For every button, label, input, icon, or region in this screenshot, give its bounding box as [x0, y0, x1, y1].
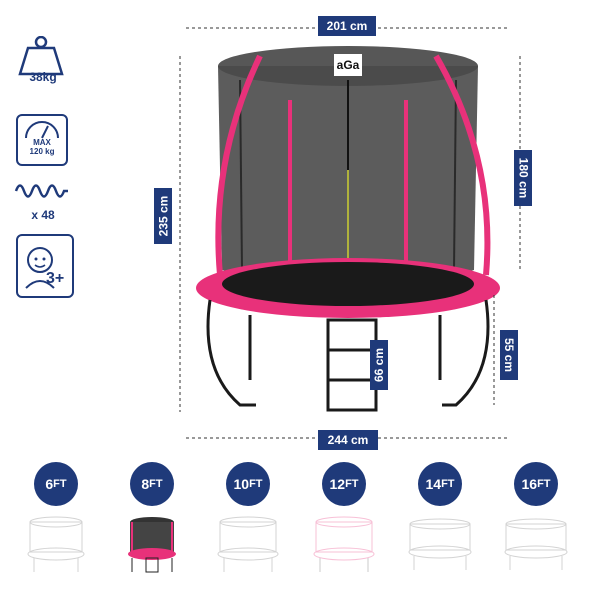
thumbnail-14ft[interactable]: [408, 512, 472, 576]
thumbnail-10ft[interactable]: [216, 512, 280, 576]
dim-ladder-height: 66 cm: [370, 340, 388, 390]
thumbnail-6ft[interactable]: [24, 512, 88, 576]
springs-count: x 48: [31, 208, 55, 222]
thumbnail-8ft[interactable]: [120, 512, 184, 576]
max-load-line2: 120 kg: [29, 147, 55, 156]
weight-icon: [16, 35, 66, 86]
weight-label: 38kg: [29, 70, 57, 84]
dim-frame-height: 55 cm: [500, 330, 518, 380]
dim-frame-diameter: 244 cm: [318, 430, 378, 450]
age-label: 3+: [46, 270, 65, 287]
dim-net-diameter: 201 cm: [318, 16, 376, 36]
dim-net-height: 180 cm: [514, 150, 532, 206]
child-age-icon: 3+: [16, 234, 74, 298]
max-load-line1: MAX: [33, 138, 51, 147]
thumbnail-16ft[interactable]: [504, 512, 568, 576]
dim-total-height: 235 cm: [154, 188, 172, 244]
brand-logo: aGa: [334, 54, 362, 76]
trampoline-illustration: aGa: [150, 20, 550, 450]
thumbnail-12ft[interactable]: [312, 512, 376, 576]
scale-icon: MAX 120 kg: [16, 114, 68, 166]
spring-icon: [14, 178, 70, 204]
